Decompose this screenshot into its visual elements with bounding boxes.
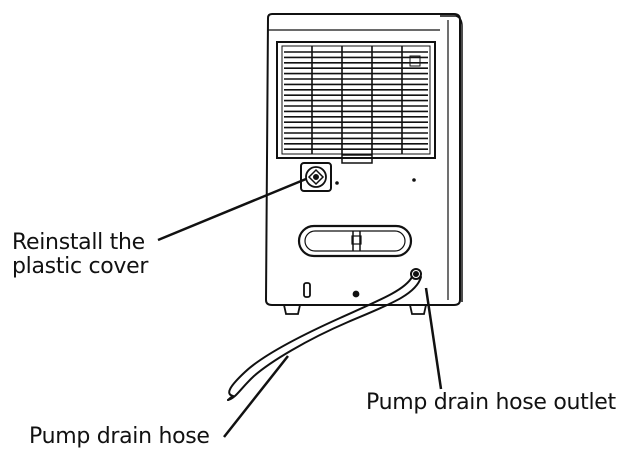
plastic-cover-icon (300, 162, 332, 192)
reinstall-cover-label: Reinstall the plastic cover (12, 231, 148, 279)
screw-hole (412, 178, 416, 182)
hose-outlet-icon (410, 268, 422, 280)
drain-hose (227, 276, 422, 401)
dehumidifier-body (264, 13, 463, 306)
reinstall-cover-label-line1: Reinstall the (12, 230, 145, 255)
base-details (283, 282, 427, 315)
leader-lines (157, 177, 443, 438)
reinstall-cover-label-line2: plastic cover (12, 254, 149, 279)
screw-hole (335, 181, 339, 185)
air-grille (276, 41, 436, 164)
carry-handle (297, 224, 413, 258)
drain-hose-label: Pump drain hose (29, 424, 210, 449)
hose-outlet-label: Pump drain hose outlet (366, 390, 616, 415)
